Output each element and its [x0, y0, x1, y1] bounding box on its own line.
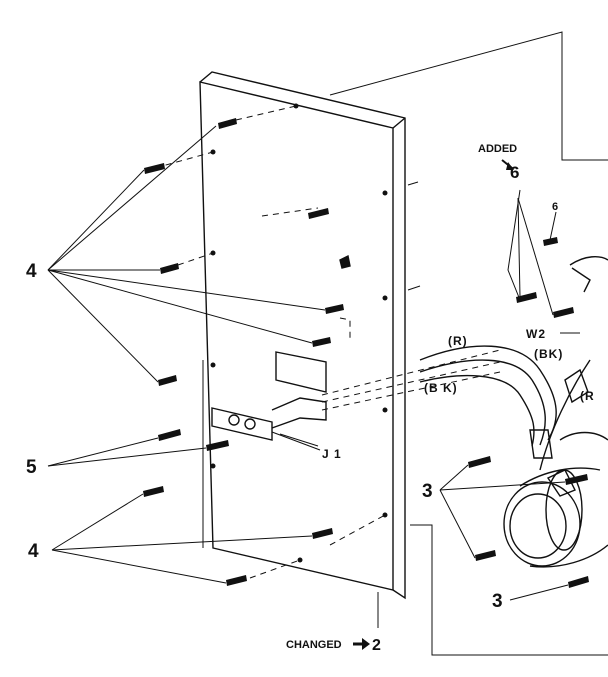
connector-j1 [211, 397, 327, 447]
changed-note: CHANGED 2 [286, 637, 381, 654]
callout-6-added: 6 [510, 163, 519, 182]
panel-board [154, 71, 406, 600]
added-note: ADDED [478, 143, 517, 155]
callout-5: 5 [26, 457, 37, 478]
connector-label-j1: J 1 [322, 447, 342, 461]
wire-label-red-right: (R [580, 389, 595, 403]
leader-lines [47, 125, 580, 628]
screws [143, 118, 589, 588]
housing-outline [329, 31, 608, 656]
callout-4-top: 4 [26, 261, 37, 282]
arrow-right-icon [353, 638, 370, 650]
wire-harness [321, 345, 591, 471]
callout-6-small: 6 [552, 201, 558, 213]
wire-label-red: (R) [448, 334, 468, 348]
motor-assembly [503, 256, 608, 568]
wire-label-black: (B K) [424, 381, 458, 395]
wire-label-w2-black: (BK) [534, 347, 563, 361]
callout-3-upper: 3 [422, 481, 433, 502]
arrow-right-icon [501, 159, 514, 170]
wire-label-w2: W2 [526, 327, 546, 341]
changed-label: CHANGED [286, 639, 342, 651]
callout-4-bottom: 4 [28, 541, 39, 562]
callout-2-changed: 2 [372, 637, 381, 654]
callout-3-lower: 3 [492, 591, 503, 612]
